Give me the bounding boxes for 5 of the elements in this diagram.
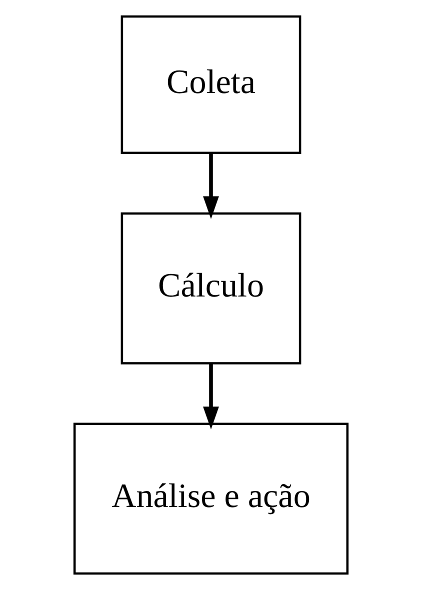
node-box: Cálculo [120, 212, 302, 364]
node-box: Análise e ação [73, 422, 349, 575]
arrow [203, 364, 219, 430]
arrow [203, 153, 219, 220]
node-box: Coleta [120, 15, 302, 154]
